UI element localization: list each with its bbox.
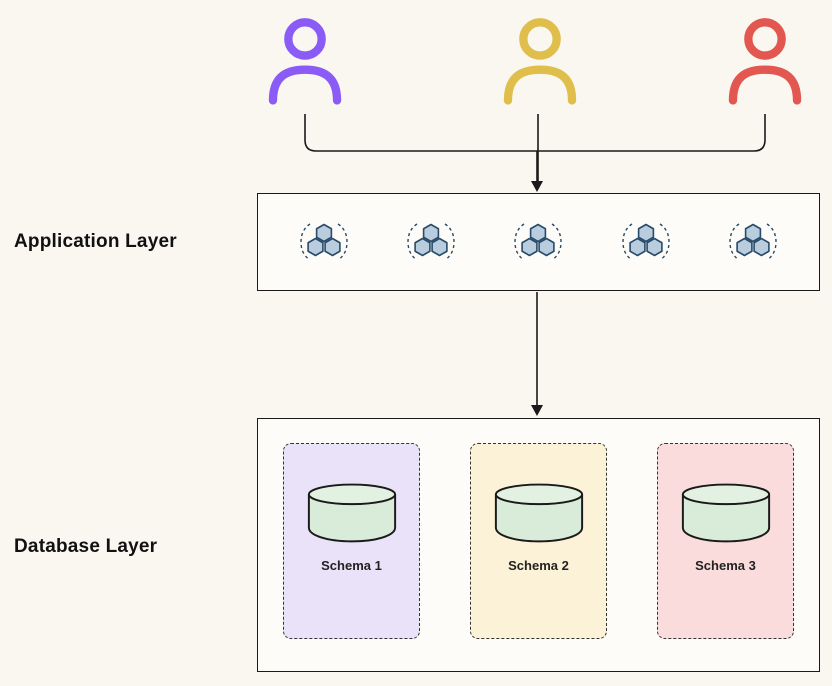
schema-label: Schema 2 [508,558,569,573]
database-layer-label: Database Layer [14,536,158,557]
application-layer-label: Application Layer [14,231,177,252]
user-icon [724,12,806,112]
schema-card: Schema 3 [657,443,794,639]
services-icon [729,219,777,265]
services-icon [407,219,455,265]
database-layer-box: Schema 1 Schema 2 Schema 3 [257,418,820,672]
database-cylinder-icon [303,480,401,544]
services-icon [514,219,562,265]
database-cylinder-icon [677,480,775,544]
schema-label: Schema 1 [321,558,382,573]
schema-label: Schema 3 [695,558,756,573]
schema-card: Schema 2 [470,443,607,639]
services-icon [300,219,348,265]
user-icon [264,12,346,112]
application-layer-box [257,193,820,291]
database-cylinder-icon [490,480,588,544]
schema-card: Schema 1 [283,443,420,639]
user-icon [499,12,581,112]
services-icon [622,219,670,265]
